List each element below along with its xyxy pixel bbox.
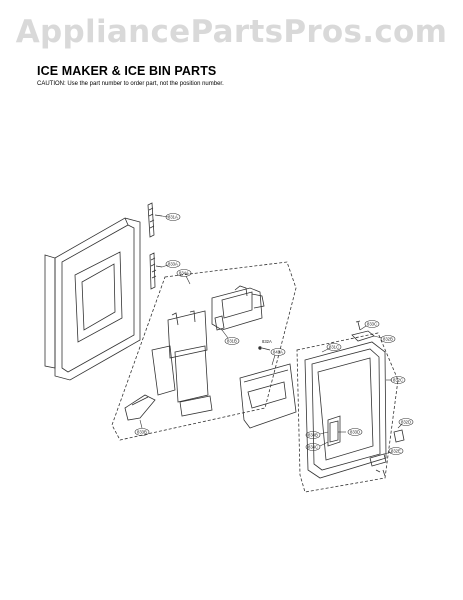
callout-831A-text: 831A [168, 215, 178, 220]
callout-833B-text: 833B [137, 430, 147, 435]
ice-bucket-arm [124, 394, 156, 421]
callout-832D [398, 418, 414, 426]
callout-834C-text: 834C [308, 445, 318, 450]
callout-833A-text: 833A [168, 262, 178, 267]
callout-831B [224, 337, 240, 345]
callout-832B [380, 335, 396, 343]
callout-833C-text: 833C [367, 322, 377, 327]
callout-832E-text: 832E [391, 449, 401, 454]
callout-834A-text: 834A [179, 271, 189, 276]
callout-831A [165, 213, 181, 221]
callout-834C [305, 443, 321, 451]
ice-bin [239, 363, 297, 429]
hinge-clip-lower [149, 252, 163, 290]
icebin-door-group-outline [296, 332, 399, 493]
callout-832B-text: 832B [383, 337, 393, 342]
callout-841A [270, 348, 286, 356]
callout-832C [390, 376, 406, 384]
callout-833D [347, 428, 363, 436]
callout-832D-text: 832D [401, 420, 411, 425]
icemaker-unit [211, 285, 265, 331]
callout-831C-text: 831C [329, 345, 339, 350]
site-watermark: AppliancePartsPros.com [15, 14, 448, 50]
small-hardware [258, 320, 405, 477]
icemaker-group-outline [111, 261, 297, 441]
callout-834B [305, 431, 321, 439]
callout-832C-text: 832C [393, 378, 403, 383]
caution-note: CAUTION: Use the part number to order pa… [37, 81, 224, 87]
hinge-clip-upper [147, 202, 163, 238]
icebin-door [304, 330, 387, 479]
callout-841A-text: 841A [273, 350, 283, 355]
callout-833A [165, 260, 181, 268]
callout-833D-text: 833D [350, 430, 360, 435]
refrigerator-door [44, 217, 141, 381]
callout-832E [388, 447, 404, 455]
callout-831B-text: 831B [227, 339, 237, 344]
callout-833B [134, 428, 150, 436]
callout-labels: 831A 833A 834A 831B 841A 832A 833B 833C … [134, 213, 414, 455]
callout-834B-text: 834B [308, 433, 318, 438]
callout-832A-text: 832A [262, 339, 272, 344]
page-title: ICE MAKER & ICE BIN PARTS [37, 64, 217, 78]
callout-831C [326, 343, 342, 351]
callout-833C [364, 320, 380, 328]
icemaker-bracket [151, 310, 213, 417]
callout-834A [176, 269, 192, 277]
